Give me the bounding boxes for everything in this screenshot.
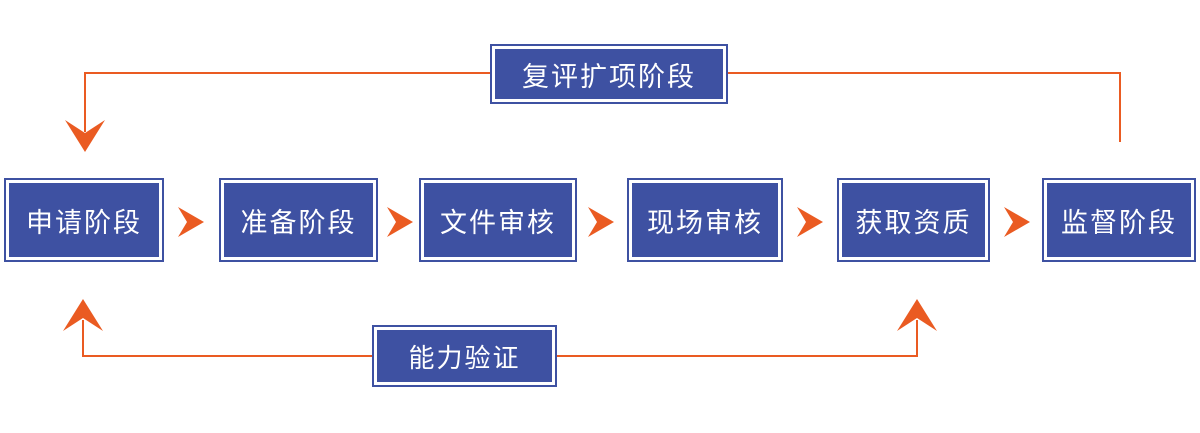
flow-arrow-icon xyxy=(1004,207,1030,237)
preparation-stage-fill: 准备阶段 xyxy=(224,183,373,257)
obtain-qualification-label: 获取资质 xyxy=(855,207,972,238)
bottom-loop-right-vertical-line xyxy=(916,320,918,357)
bottom-loop-label-fill: 能力验证 xyxy=(377,330,552,382)
application-stage-label: 申请阶段 xyxy=(26,207,142,238)
application-stage-box: 申请阶段 xyxy=(4,178,164,262)
arrow-up-icon xyxy=(897,299,937,331)
document-review-box: 文件审核 xyxy=(419,178,577,262)
supervision-stage-label: 监督阶段 xyxy=(1061,207,1177,238)
obtain-qualification-fill: 获取资质 xyxy=(842,183,985,257)
top-loop-label: 复评扩项阶段 xyxy=(522,61,696,92)
supervision-stage-fill: 监督阶段 xyxy=(1047,183,1191,257)
flow-arrow-icon xyxy=(588,207,614,237)
bottom-loop-left-vertical-line xyxy=(82,320,84,357)
top-loop-label-box: 复评扩项阶段 xyxy=(490,44,728,104)
preparation-stage-label: 准备阶段 xyxy=(240,207,357,238)
bottom-loop-label-box: 能力验证 xyxy=(372,325,557,387)
document-review-fill: 文件审核 xyxy=(424,183,572,257)
top-loop-label-fill: 复评扩项阶段 xyxy=(495,49,723,99)
preparation-stage-box: 准备阶段 xyxy=(219,178,378,262)
bottom-loop-label: 能力验证 xyxy=(408,342,521,373)
arrow-up-icon xyxy=(63,299,103,331)
application-stage-fill: 申请阶段 xyxy=(9,183,159,257)
document-review-label: 文件审核 xyxy=(440,207,556,238)
flow-arrow-icon xyxy=(178,207,204,237)
flow-arrow-icon xyxy=(387,207,413,237)
top-loop-left-vertical-line xyxy=(84,72,86,132)
onsite-review-fill: 现场审核 xyxy=(632,183,778,257)
top-loop-right-vertical-line xyxy=(1119,72,1121,142)
obtain-qualification-box: 获取资质 xyxy=(837,178,990,262)
onsite-review-box: 现场审核 xyxy=(627,178,783,262)
arrow-down-icon xyxy=(65,120,105,152)
supervision-stage-box: 监督阶段 xyxy=(1042,178,1196,262)
flow-arrow-icon xyxy=(797,207,823,237)
onsite-review-label: 现场审核 xyxy=(647,207,763,238)
